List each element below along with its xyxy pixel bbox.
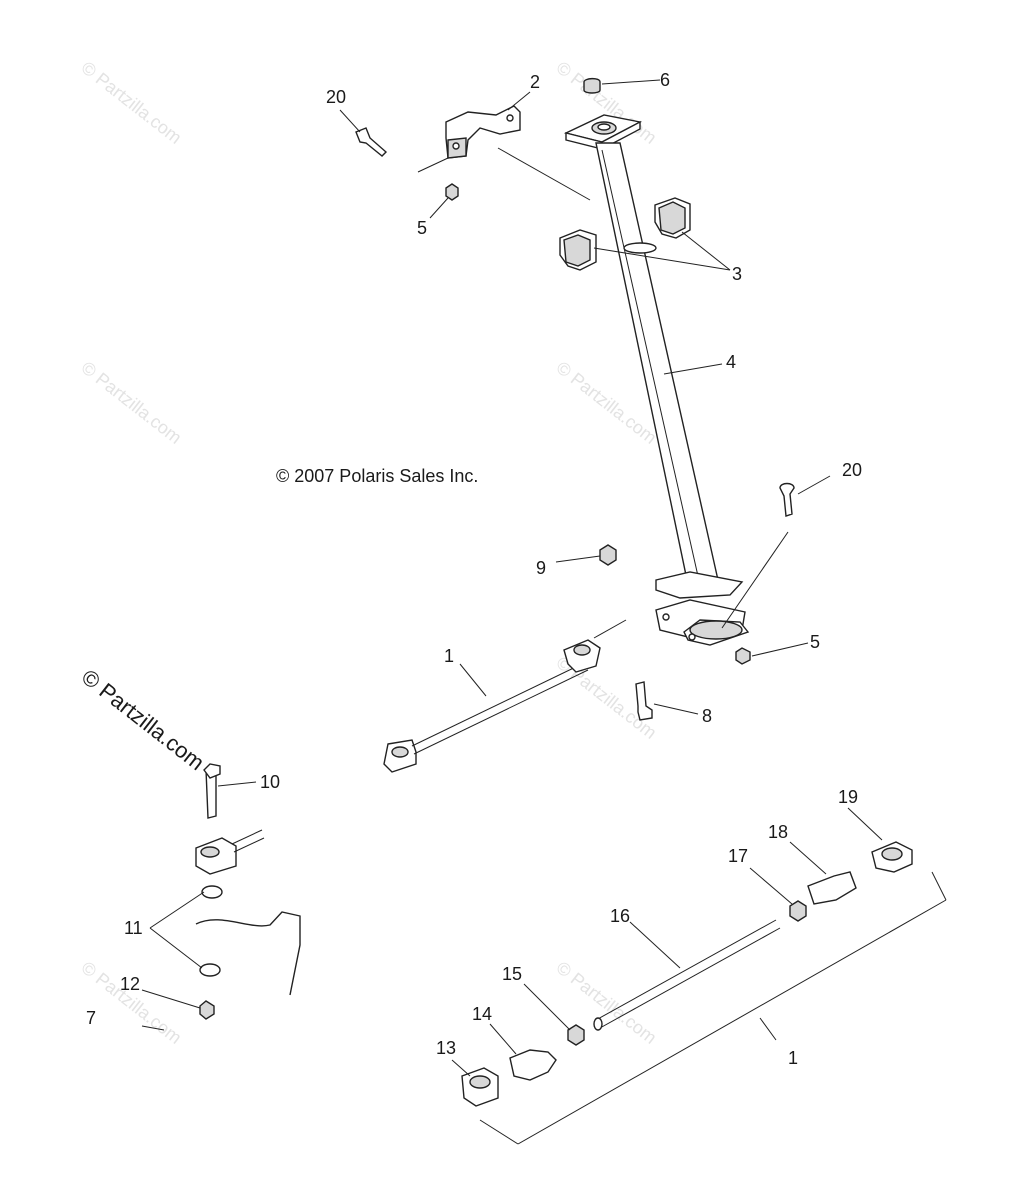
callout-2: 2 [530, 72, 540, 92]
callout-11: 11 [124, 918, 143, 938]
callout-5-top: 5 [417, 218, 427, 238]
callout-7: 7 [86, 1008, 96, 1028]
bushing-part-6 [583, 77, 601, 94]
nut-part-9 [599, 544, 617, 566]
steering-post [563, 114, 719, 586]
callout-6: 6 [660, 70, 670, 90]
callout-5-right: 5 [810, 632, 820, 652]
bolt-part-20-top [355, 127, 388, 157]
callout-1-bottom: 1 [788, 1048, 798, 1068]
callout-8: 8 [702, 706, 712, 726]
callout-20-top: 20 [326, 87, 346, 107]
tie-rod-disassembled [461, 841, 913, 1107]
callout-17: 17 [728, 846, 748, 866]
watermark-layer: © Partzilla.com © Partzilla.com © Partzi… [78, 57, 661, 1047]
callout-16: 16 [610, 906, 630, 926]
callout-12: 12 [120, 974, 140, 994]
copyright-text: © 2007 Polaris Sales Inc. [276, 466, 478, 486]
steering-post-flange [655, 571, 750, 646]
callout-15: 15 [502, 964, 522, 984]
callout-14: 14 [472, 1004, 492, 1024]
nut-part-5-top [445, 183, 459, 201]
callout-19: 19 [838, 787, 858, 807]
callout-9: 9 [536, 558, 546, 578]
callout-4: 4 [726, 352, 736, 372]
bolt-part-20-right [779, 482, 795, 517]
callout-3: 3 [732, 264, 742, 284]
clamp-part-2 [445, 105, 521, 159]
nut-part-5-right [735, 647, 751, 665]
watermark-3: © Partzilla.com [78, 357, 186, 447]
callout-labels: 20 2 6 5 3 4 20 9 1 5 8 10 19 18 17 16 1… [86, 70, 862, 1068]
tie-rod-assembly [383, 639, 601, 773]
callout-18: 18 [768, 822, 788, 842]
bushing-part-3 [559, 197, 691, 271]
leader-lines [141, 79, 947, 1145]
callout-20-right: 20 [842, 460, 862, 480]
callout-10: 10 [260, 772, 280, 792]
bracket-assembly-left [141, 763, 301, 1031]
watermark-6: © Partzilla.com [78, 957, 186, 1047]
callout-1-middle: 1 [444, 646, 454, 666]
watermark-1: © Partzilla.com [78, 57, 186, 147]
watermark-prominent: © Partzilla.com [77, 664, 209, 775]
bolt-part-8 [635, 681, 653, 721]
callout-13: 13 [436, 1038, 456, 1058]
